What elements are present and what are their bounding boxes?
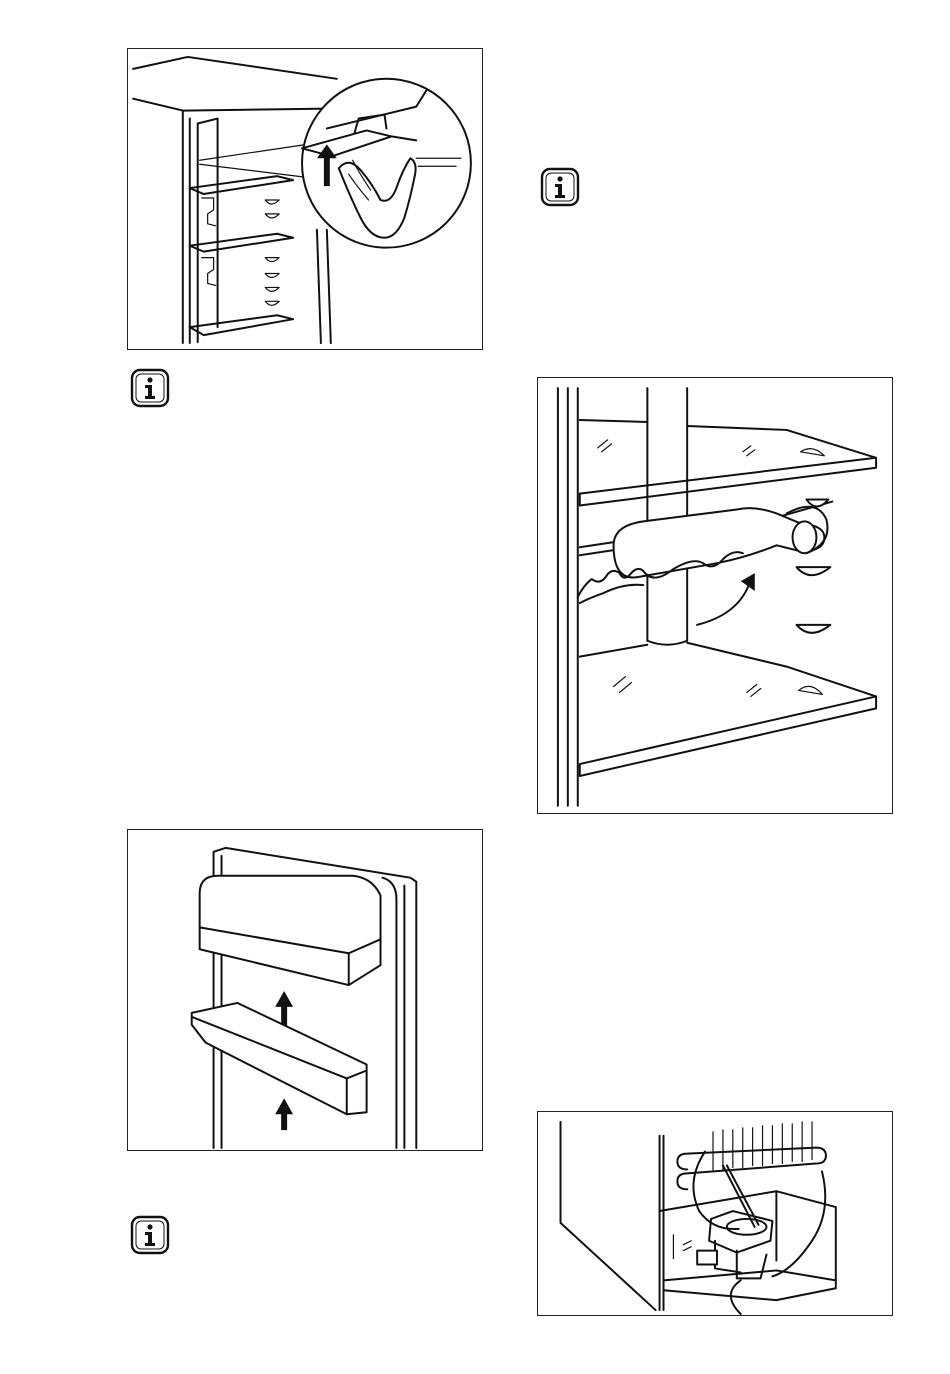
figure-rear-drain: [537, 1111, 893, 1316]
information-icon: [130, 368, 170, 408]
door-balcony-shelves-illustration: [128, 830, 482, 1150]
rear-condenser-drain-illustration: [538, 1112, 892, 1315]
figure-door-shelves: [127, 829, 483, 1151]
fridge-shelf-lift-illustration: [128, 49, 482, 349]
figure-bottle-rack: [537, 377, 893, 814]
information-icon: [540, 167, 580, 207]
information-icon: [130, 1215, 170, 1255]
bottle-rack-illustration: [538, 378, 892, 813]
figure-shelf-removal: [127, 48, 483, 350]
